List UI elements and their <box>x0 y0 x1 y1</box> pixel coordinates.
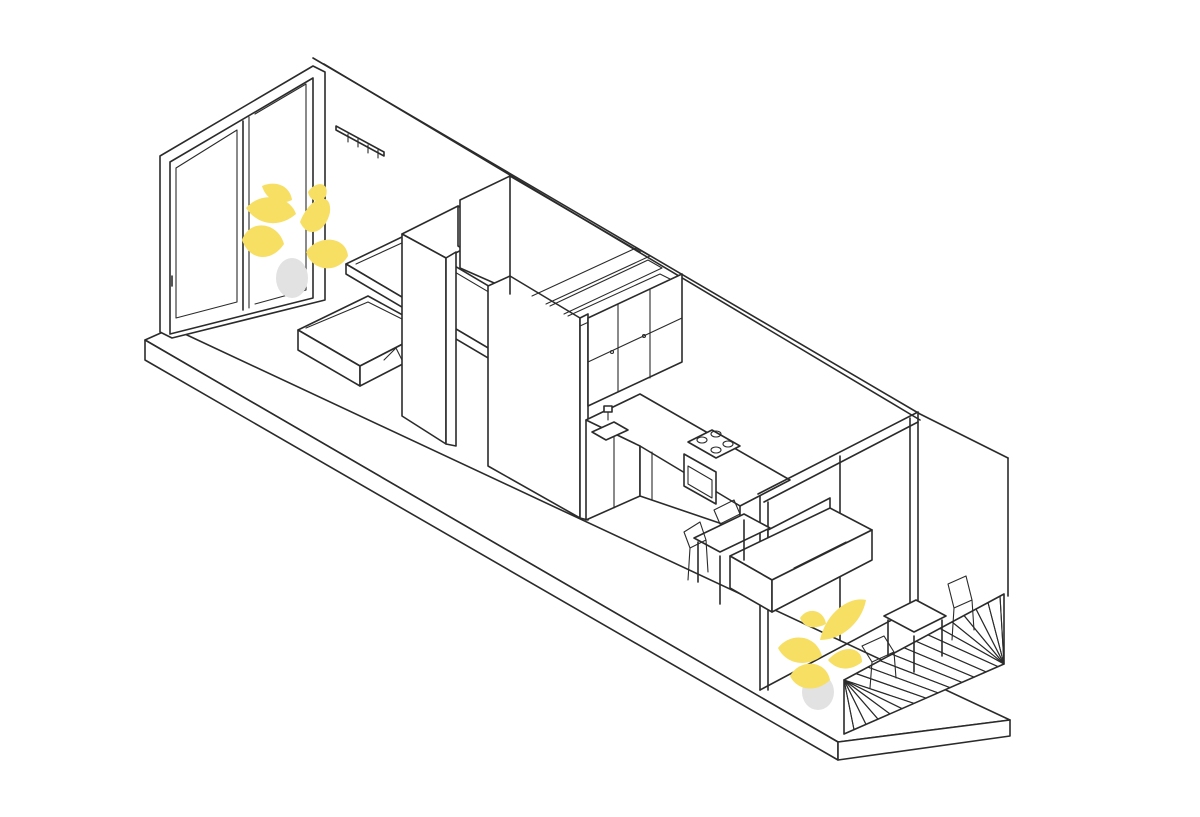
sink <box>591 405 629 441</box>
balcony-chair-2 <box>861 635 897 689</box>
burner-4 <box>722 440 734 448</box>
oven <box>683 453 717 505</box>
monstera-leaf-1 <box>246 197 296 224</box>
back-wall-top-edge <box>312 57 1009 459</box>
sofa-cushion-line <box>793 541 847 569</box>
monstera-leaf-3 <box>300 198 331 233</box>
balcony-mesh-line <box>891 653 963 683</box>
core-slat-1 <box>531 247 651 305</box>
balcony-mesh-line <box>951 621 1005 665</box>
balcony-mesh <box>843 595 1005 731</box>
core-top-edge <box>509 175 641 253</box>
monstera-leaf-6 <box>308 184 327 201</box>
balcony-mesh-line <box>855 672 927 699</box>
burner-3 <box>710 446 722 454</box>
balcony-mesh-line <box>903 647 975 678</box>
balcony-table <box>883 599 947 673</box>
dining-table <box>693 513 771 605</box>
balcony-mesh-line <box>987 602 1005 665</box>
floor-edge-right <box>837 719 1011 761</box>
dining-chair-1 <box>683 521 709 581</box>
kitchen-tall-cabinets <box>587 273 683 407</box>
coat-rail-bar <box>335 125 385 157</box>
partition-front <box>401 233 447 445</box>
banana-leaf-4 <box>800 610 826 628</box>
monstera-pot <box>276 258 308 298</box>
sink-tap-head <box>603 405 613 413</box>
balcony-mesh-line <box>843 679 867 725</box>
balcony-mesh-line <box>867 666 939 694</box>
balcony-mesh-line <box>843 679 903 710</box>
monstera-leaf-4 <box>306 239 348 269</box>
sofa <box>729 497 873 613</box>
balcony-mesh-line <box>843 679 891 715</box>
right-frame-top <box>757 411 919 495</box>
balcony-mesh-line <box>927 634 999 668</box>
left-frame-inner <box>169 77 314 335</box>
banana-leaf-2 <box>790 663 830 689</box>
monstera-plant-icon <box>242 183 348 298</box>
sink-basin <box>591 421 629 441</box>
cab-knob-2 <box>641 333 647 339</box>
kitchen-counter <box>585 393 791 531</box>
burner-2 <box>710 430 722 438</box>
banana-leaf-1 <box>778 637 822 663</box>
left-door-panel <box>175 129 238 319</box>
balcony-mesh-line <box>843 679 855 731</box>
oven-front <box>683 453 717 505</box>
left-window-frame <box>159 65 326 339</box>
monstera-leaf-2 <box>242 225 284 258</box>
balcony-mesh-line <box>879 660 951 689</box>
balcony-mesh-line <box>963 614 1005 665</box>
core-slat-2 <box>549 259 663 315</box>
burner-1 <box>696 436 708 444</box>
right-frame-top-2 <box>763 421 919 503</box>
cab-knob-1 <box>609 349 615 355</box>
balcony-chair-1 <box>947 575 975 641</box>
tall-cab-row <box>587 317 683 363</box>
coat-hook-rail <box>335 125 385 159</box>
balcony-mesh-line <box>843 679 879 720</box>
banana-leaf-3 <box>820 599 866 640</box>
dining-chairs <box>683 499 741 581</box>
balcony-mesh-line <box>999 595 1005 665</box>
balcony-mesh-line <box>975 608 1005 665</box>
balcony-table-top <box>883 599 947 633</box>
dining-table-top <box>693 513 771 553</box>
cooktop <box>687 429 741 459</box>
oven-window <box>687 465 713 499</box>
dining-chair-2 <box>713 499 741 525</box>
balcony-mesh-line <box>843 679 915 704</box>
left-window-panel <box>254 83 307 305</box>
banana-plant-icon <box>778 599 866 710</box>
central-core <box>459 175 677 521</box>
partition-side <box>445 251 457 447</box>
balcony <box>843 593 1005 735</box>
balcony-mesh-line <box>915 640 987 673</box>
balcony-mesh-line <box>939 627 1005 665</box>
banana-leaf-5 <box>828 648 862 669</box>
balcony-chairs <box>861 575 975 689</box>
sofa-arm <box>771 529 873 613</box>
monstera-leaf-5 <box>262 183 292 203</box>
